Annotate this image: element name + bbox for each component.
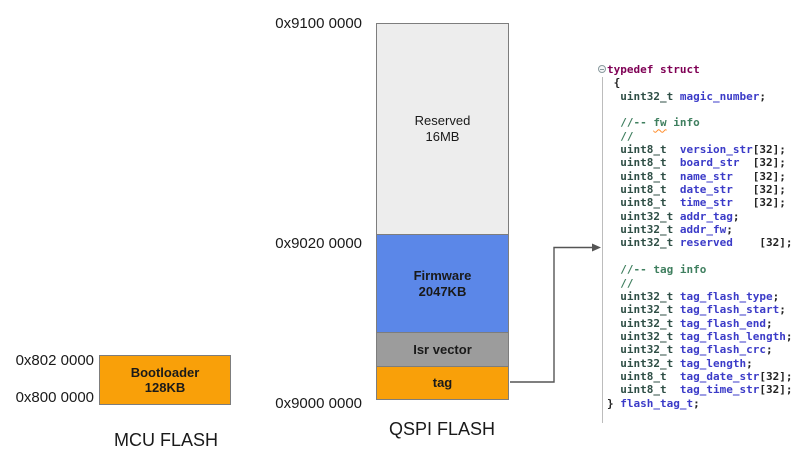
code-line: uint8_t name_str [32]; (620, 169, 786, 183)
qspi-address-mid: 0x9020 0000 (275, 235, 362, 252)
qspi-flash-caption: QSPI FLASH (388, 419, 496, 439)
fold-scope-line (602, 77, 603, 423)
qspi-address-top: 0x9100 0000 (275, 15, 362, 32)
code-line: uint32_t addr_tag; (620, 209, 740, 223)
tag-block: tag (377, 366, 508, 399)
bootloader-block: Bootloader 128KB (99, 355, 231, 405)
code-line: uint32_t tag_flash_type; (620, 289, 780, 303)
reserved-label: Reserved (414, 113, 471, 128)
code-line: //-- tag info (607, 263, 707, 277)
firmware-label: Firmware (413, 268, 472, 283)
code-line: uint8_t tag_time_str[32]; (620, 383, 793, 397)
code-line: uint8_t board_str [32]; (620, 156, 786, 170)
isr-vector-label: Isr vector (413, 341, 472, 357)
mcu-address-upper: 0x802 0000 (15, 352, 94, 369)
struct-code-panel: typedef struct { uint32_t magic_number; … (598, 63, 798, 423)
code-line: uint32_t reserved [32]; (620, 236, 793, 250)
code-line: //-- fw info (607, 116, 700, 130)
code-line (607, 250, 798, 263)
code-line: // (607, 129, 634, 143)
firmware-block: Firmware 2047KB (377, 234, 508, 332)
code-line: uint32_t tag_flash_start; (620, 303, 786, 317)
reserved-block: Reserved 16MB (377, 24, 508, 234)
qspi-block-stack: Reserved 16MB Firmware 2047KB Isr vector… (376, 23, 509, 400)
code-line: uint32_t addr_fw; (620, 223, 733, 237)
code-line: uint8_t version_str[32]; (620, 143, 786, 157)
bootloader-label: Bootloader (130, 364, 200, 380)
code-line: uint8_t time_str [32]; (620, 196, 786, 210)
firmware-size: 2047KB (418, 283, 467, 299)
code-line: typedef struct (607, 63, 700, 76)
reserved-size: 16MB (425, 129, 460, 144)
code-line: // (607, 276, 634, 290)
code-line: uint8_t tag_date_str[32]; (620, 369, 793, 383)
code-line: } flash_tag_t; (607, 396, 700, 410)
tag-label: tag (432, 375, 453, 391)
mcu-address-lower: 0x800 0000 (15, 389, 94, 406)
code-line: uint32_t magic_number; (620, 89, 766, 103)
isr-vector-block: Isr vector (377, 332, 508, 366)
struct-code: typedef struct { uint32_t magic_number; … (598, 63, 798, 410)
qspi-address-bottom: 0x9000 0000 (275, 395, 362, 412)
connector-line (510, 246, 592, 383)
code-line: { (607, 76, 621, 90)
bootloader-size: 128KB (144, 380, 186, 395)
code-line: uint32_t tag_flash_length; (620, 329, 793, 343)
code-line: uint8_t date_str [32]; (620, 183, 786, 197)
collapse-minus-icon (598, 65, 606, 73)
code-line: uint32_t tag_length; (620, 356, 753, 370)
code-line: uint32_t tag_flash_crc; (620, 343, 773, 357)
code-line: uint32_t tag_flash_end; (620, 316, 773, 330)
mcu-flash-caption: MCU FLASH (113, 430, 218, 450)
code-line (607, 103, 798, 116)
